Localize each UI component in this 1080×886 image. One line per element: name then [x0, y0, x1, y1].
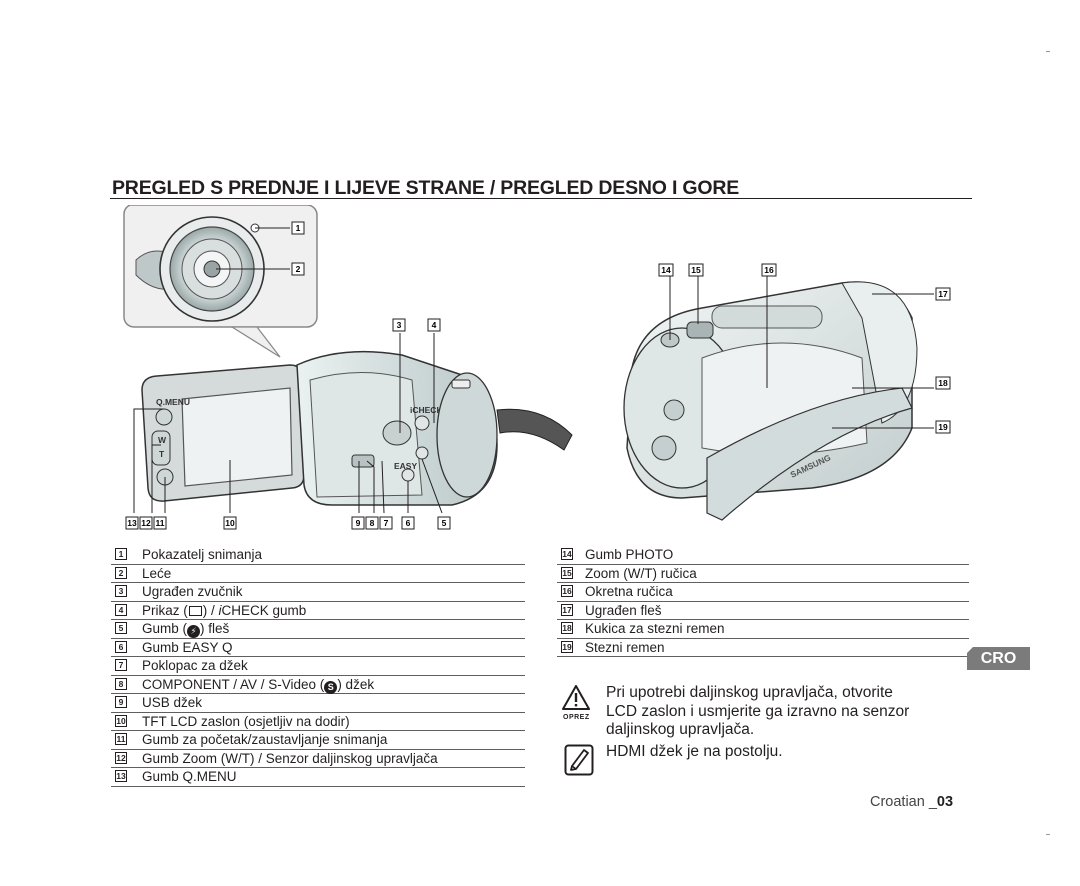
svg-text:8: 8 — [370, 518, 375, 528]
callout-6: 6 — [401, 516, 415, 530]
svg-text:17: 17 — [938, 289, 948, 299]
svg-text:1: 1 — [296, 223, 301, 233]
display-icon — [188, 605, 202, 616]
callout-10: 10 — [223, 516, 237, 530]
caution-text: Pri upotrebi daljinskog upravljača, otvo… — [606, 684, 910, 738]
svg-text:3: 3 — [397, 320, 402, 330]
svg-text:10: 10 — [225, 518, 235, 528]
svg-text:19: 19 — [938, 422, 948, 432]
caution-icon — [562, 685, 590, 710]
svg-text:6: 6 — [406, 518, 411, 528]
svg-text:W: W — [158, 435, 167, 445]
callout-19: 19 — [935, 420, 951, 434]
svg-text:11: 11 — [156, 518, 165, 528]
svg-text:7: 7 — [384, 518, 389, 528]
callout-7: 7 — [379, 516, 393, 530]
callout-14: 14 — [658, 263, 674, 277]
callout-4: 4 — [427, 318, 441, 332]
callout-5: 5 — [437, 516, 451, 530]
language-badge: CRO — [967, 647, 1030, 670]
svg-text:T: T — [159, 449, 165, 459]
lcd-screen — [181, 387, 293, 487]
svg-text:5: 5 — [442, 518, 447, 528]
flash-icon: ⚡ — [187, 625, 201, 638]
callout-18: 18 — [935, 376, 951, 390]
callout-16: 16 — [761, 263, 777, 277]
svg-text:16: 16 — [764, 265, 774, 275]
zoom-lever — [686, 321, 714, 339]
svg-text:EASY: EASY — [394, 461, 417, 471]
caution-label: OPREZ — [563, 714, 590, 721]
camcorder-right-top-illustration: SAMSUNG 14 15 16 17 18 19 — [623, 263, 951, 521]
svg-text:13: 13 — [127, 518, 137, 528]
svg-text:2: 2 — [296, 264, 301, 274]
camcorder-front-left-illustration: Q.MENU W T iCHECK EASY 1 2 3 4 13 12 11 … — [123, 205, 573, 530]
crop-mark — [1046, 834, 1050, 835]
svg-text:15: 15 — [691, 265, 701, 275]
page-title: PREGLED S PREDNJE I LIJEVE STRANE / PREG… — [112, 177, 740, 199]
hand-strap — [706, 387, 913, 521]
callout-8: 8 — [365, 516, 379, 530]
svg-text:4: 4 — [432, 320, 437, 330]
callout-9: 9 — [351, 516, 365, 530]
crop-mark — [1046, 51, 1050, 52]
svg-text:Q.MENU: Q.MENU — [156, 397, 190, 407]
callout-11: 11 — [153, 516, 167, 530]
svg-text:12: 12 — [141, 518, 151, 528]
svg-text:iCHECK: iCHECK — [410, 405, 443, 415]
callout-15: 15 — [688, 263, 704, 277]
callout-12: 12 — [139, 516, 153, 530]
callout-13: 13 — [125, 516, 139, 530]
svg-text:9: 9 — [356, 518, 361, 528]
speaker-grille — [382, 420, 412, 446]
page-footer: Croatian _03 — [870, 794, 954, 810]
svg-text:18: 18 — [938, 378, 948, 388]
note-text: HDMI džek je na postolju. — [606, 743, 783, 760]
callout-1: 1 — [255, 221, 305, 235]
note-pencil-icon — [564, 744, 594, 776]
title-divider — [110, 198, 972, 199]
callout-2: 2 — [216, 262, 305, 276]
s-video-icon: S — [324, 680, 338, 694]
svg-text:14: 14 — [661, 265, 671, 275]
callout-17: 17 — [935, 287, 951, 301]
callout-3: 3 — [392, 318, 406, 332]
